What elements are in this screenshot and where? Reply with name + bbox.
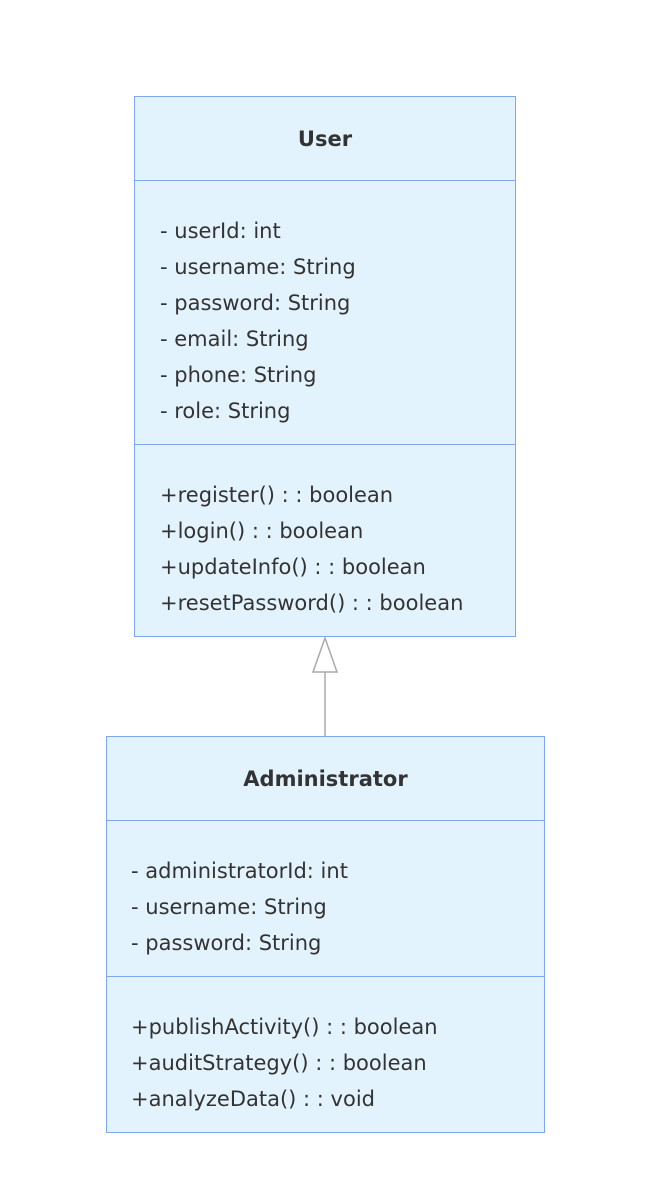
user-method: +resetPassword() : : boolean <box>160 591 464 615</box>
user-attribute: - userId: int <box>160 219 281 243</box>
user-attribute: - phone: String <box>160 363 317 387</box>
user-class[interactable]: User - userId: int - username: String - … <box>134 96 516 637</box>
user-attribute: - email: String <box>160 327 309 351</box>
administrator-method: +auditStrategy() : : boolean <box>131 1051 427 1075</box>
inheritance-arrowhead <box>311 635 339 673</box>
user-attribute: - username: String <box>160 255 356 279</box>
administrator-methods: +publishActivity() : : boolean +auditStr… <box>107 977 544 1117</box>
user-attribute: - role: String <box>160 399 291 423</box>
administrator-class-name: Administrator <box>107 737 544 821</box>
administrator-attribute: - username: String <box>131 895 327 919</box>
user-method: +updateInfo() : : boolean <box>160 555 426 579</box>
user-attribute: - password: String <box>160 291 351 315</box>
user-method: +login() : : boolean <box>160 519 364 543</box>
user-class-name: User <box>135 97 515 181</box>
administrator-class[interactable]: Administrator - administratorId: int - u… <box>106 736 545 1133</box>
administrator-attributes: - administratorId: int - username: Strin… <box>107 821 544 977</box>
user-method: +register() : : boolean <box>160 483 394 507</box>
administrator-method: +analyzeData() : : void <box>131 1087 375 1111</box>
administrator-attribute: - password: String <box>131 931 322 955</box>
administrator-attribute: - administratorId: int <box>131 859 348 883</box>
user-methods: +register() : : boolean +login() : : boo… <box>135 445 515 621</box>
user-attributes: - userId: int - username: String - passw… <box>135 181 515 445</box>
administrator-method: +publishActivity() : : boolean <box>131 1015 438 1039</box>
